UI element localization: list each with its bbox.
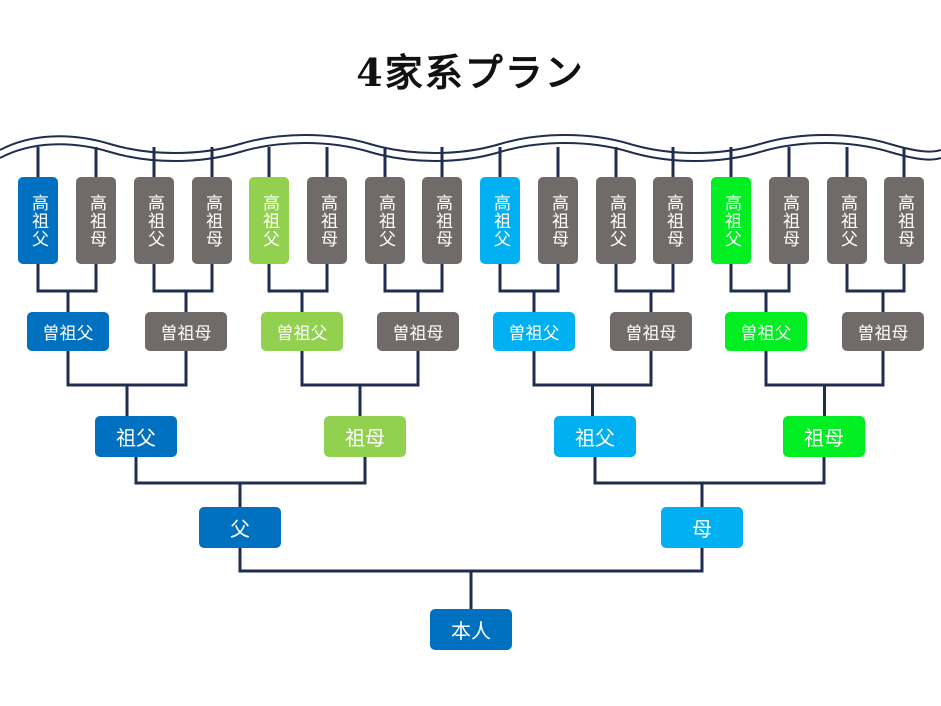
great-great-grandfather-5: 高祖父	[480, 177, 520, 264]
page-title: 4家系プラン	[356, 50, 585, 95]
self: 本人	[430, 609, 512, 650]
bracket-gen4-gen3	[267, 264, 329, 312]
great-great-grandmother-3: 高祖母	[307, 177, 347, 264]
great-great-grandmother-7: 高祖母	[769, 177, 809, 264]
great-great-grandmother-2: 高祖母	[192, 177, 232, 264]
great-great-grandfather-1: 高祖父	[18, 177, 58, 264]
great-great-grandfather-7: 高祖父	[711, 177, 751, 264]
great-great-grandmother-4: 高祖母	[422, 177, 462, 264]
great-great-grandmother-5: 高祖母	[538, 177, 578, 264]
great-grandmother-1: 曽祖母	[145, 312, 227, 351]
bracket-gen4-gen3	[729, 264, 791, 312]
grandmother-paternal: 祖母	[324, 416, 406, 457]
bracket-gen4-gen3	[383, 264, 444, 312]
bracket-gen4-gen3	[152, 264, 214, 312]
bracket-gen2-gen1	[134, 457, 367, 507]
wave-line-top	[0, 134, 941, 154]
great-grandmother-4: 曽祖母	[842, 312, 924, 351]
bracket-gen3-gen2	[66, 351, 188, 416]
bracket-gen4-gen3	[845, 264, 906, 312]
great-grandfather-3: 曽祖父	[493, 312, 575, 351]
great-grandfather-1: 曽祖父	[27, 312, 109, 351]
mother: 母	[661, 507, 743, 548]
grandfather-paternal: 祖父	[95, 416, 177, 457]
great-great-grandfather-2: 高祖父	[134, 177, 174, 264]
great-grandfather-4: 曽祖父	[725, 312, 807, 351]
bracket-gen4-gen3	[614, 264, 675, 312]
bracket-gen3-gen2	[300, 351, 420, 416]
great-great-grandfather-8: 高祖父	[827, 177, 867, 264]
bracket-gen4-gen3	[36, 264, 98, 312]
great-great-grandmother-1: 高祖母	[76, 177, 116, 264]
great-great-grandfather-3: 高祖父	[249, 177, 289, 264]
great-grandfather-2: 曽祖父	[261, 312, 343, 351]
bracket-gen1-self	[238, 548, 704, 609]
grandfather-maternal: 祖父	[554, 416, 636, 457]
great-great-grandmother-8: 高祖母	[884, 177, 924, 264]
great-grandmother-3: 曽祖母	[610, 312, 692, 351]
bracket-gen3-gen2	[764, 351, 885, 416]
great-great-grandmother-6: 高祖母	[653, 177, 693, 264]
bracket-gen3-gen2	[532, 351, 653, 416]
grandmother-maternal: 祖母	[783, 416, 865, 457]
great-great-grandfather-4: 高祖父	[365, 177, 405, 264]
great-grandmother-2: 曽祖母	[377, 312, 459, 351]
father: 父	[199, 507, 281, 548]
wave-line-bottom	[0, 142, 941, 162]
great-great-grandfather-6: 高祖父	[596, 177, 636, 264]
bracket-gen4-gen3	[498, 264, 560, 312]
bracket-gen2-gen1	[593, 457, 826, 507]
